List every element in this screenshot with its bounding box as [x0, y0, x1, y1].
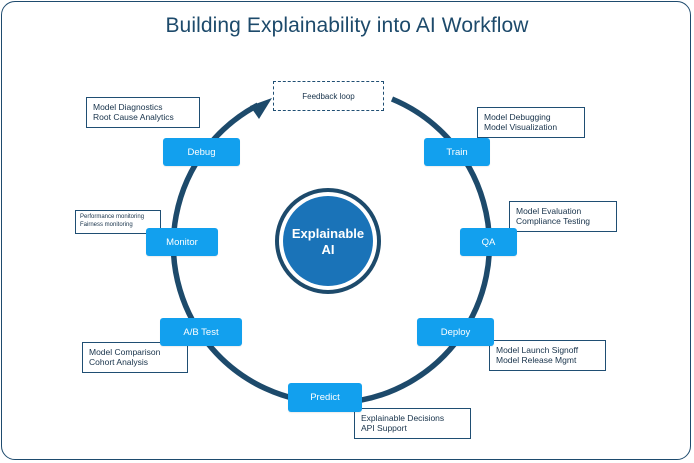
note-line: Explainable Decisions: [361, 413, 445, 423]
step-debug: Debug: [163, 138, 240, 166]
core-label-line2: AI: [321, 242, 335, 257]
step-monitor: Monitor: [146, 228, 218, 256]
note-predict: Explainable Decisions API Support: [354, 408, 471, 439]
note-line: Root Cause Analytics: [93, 112, 174, 122]
core-circle: [283, 196, 373, 286]
note-train: Model Debugging Model Visualization: [477, 107, 585, 138]
note-line: Model Diagnostics: [93, 102, 163, 112]
feedback-loop-box: Feedback loop: [273, 81, 384, 111]
step-abtest: A/B Test: [160, 318, 242, 346]
core-label-line1: Explainable: [291, 226, 365, 241]
note-qa: Model Evaluation Compliance Testing: [509, 201, 617, 232]
step-qa: QA: [460, 228, 517, 256]
step-deploy: Deploy: [417, 318, 494, 346]
diagram-title: Building Explainability into AI Workflow: [165, 14, 529, 37]
note-abtest: Model Comparison Cohort Analysis: [82, 342, 188, 373]
core-label: Explainable AI: [283, 196, 373, 288]
note-line: Fairness monitoring: [80, 221, 133, 228]
note-debug: Model Diagnostics Root Cause Analytics: [86, 97, 200, 128]
note-line: Model Visualization: [484, 122, 558, 132]
note-line: Model Debugging: [484, 112, 551, 122]
cycle-arrowhead: [250, 98, 272, 119]
step-train: Train: [424, 138, 490, 166]
note-deploy: Model Launch Signoff Model Release Mgmt: [489, 340, 606, 371]
note-line: Performance monitoring: [80, 214, 145, 220]
note-line: API Support: [361, 423, 407, 433]
note-line: Cohort Analysis: [89, 357, 149, 367]
note-line: Compliance Testing: [516, 216, 591, 226]
step-predict: Predict: [288, 383, 362, 412]
note-line: Model Evaluation: [516, 206, 582, 216]
note-line: Model Launch Signoff: [496, 345, 579, 355]
note-line: Model Comparison: [89, 347, 161, 357]
note-line: Model Release Mgmt: [496, 355, 577, 365]
